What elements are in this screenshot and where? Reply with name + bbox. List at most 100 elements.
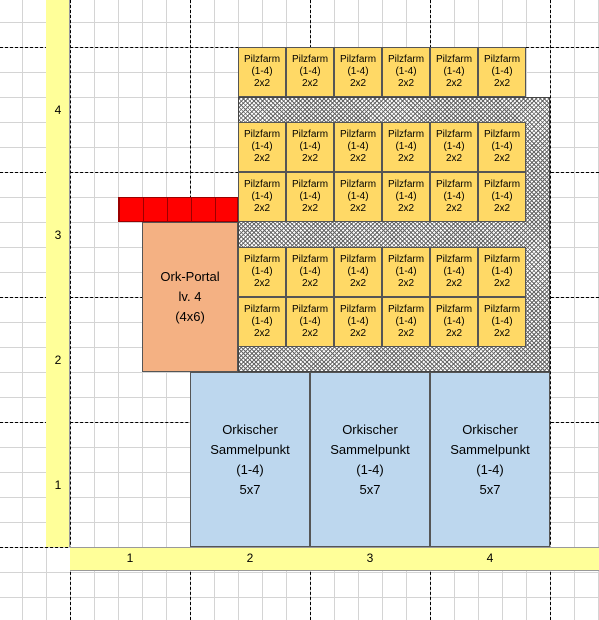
pilzfarm-name: Pilzfarm <box>483 254 521 265</box>
pilzfarm-name: Pilzfarm <box>387 304 425 315</box>
pilzfarm-building[interactable]: Pilzfarm(1-4)2x2 <box>430 47 478 97</box>
pilzfarm-level: (1-4) <box>395 66 417 77</box>
pilzfarm-building[interactable]: Pilzfarm(1-4)2x2 <box>382 47 430 97</box>
pilzfarm-building[interactable]: Pilzfarm(1-4)2x2 <box>478 122 526 172</box>
pilzfarm-name: Pilzfarm <box>291 304 329 315</box>
pilzfarm-name: Pilzfarm <box>339 179 377 190</box>
pilzfarm-building[interactable]: Pilzfarm(1-4)2x2 <box>286 297 334 347</box>
sammelpunkt-size: 5x7 <box>359 481 381 497</box>
sammelpunkt-name-1: Orkischer <box>222 421 278 437</box>
pilzfarm-name: Pilzfarm <box>339 54 377 65</box>
pilzfarm-size: 2x2 <box>349 203 367 214</box>
sammelpunkt-name-1: Orkischer <box>342 421 398 437</box>
x-axis-label: 1 <box>126 551 134 565</box>
pilzfarm-name: Pilzfarm <box>483 54 521 65</box>
pilzfarm-size: 2x2 <box>253 203 271 214</box>
pilzfarm-building[interactable]: Pilzfarm(1-4)2x2 <box>238 172 286 222</box>
pilzfarm-level: (1-4) <box>491 191 513 202</box>
sammelpunkt-level: (1-4) <box>476 461 504 477</box>
pilzfarm-building[interactable]: Pilzfarm(1-4)2x2 <box>478 297 526 347</box>
sammelpunkt-building[interactable]: Orkischer Sammelpunkt (1-4) 5x7 <box>430 372 550 547</box>
ork-portal[interactable]: Ork-Portal lv. 4 (4x6) <box>142 222 238 372</box>
pilzfarm-building[interactable]: Pilzfarm(1-4)2x2 <box>478 47 526 97</box>
pilzfarm-size: 2x2 <box>445 78 463 89</box>
sammelpunkt-building[interactable]: Orkischer Sammelpunkt (1-4) 5x7 <box>310 372 430 547</box>
pilzfarm-building[interactable]: Pilzfarm(1-4)2x2 <box>334 172 382 222</box>
pilzfarm-name: Pilzfarm <box>387 129 425 140</box>
pilzfarm-level: (1-4) <box>347 266 369 277</box>
pilzfarm-level: (1-4) <box>299 316 321 327</box>
sector-line <box>550 0 551 620</box>
pilzfarm-level: (1-4) <box>299 191 321 202</box>
x-axis-label: 4 <box>486 551 494 565</box>
pilzfarm-level: (1-4) <box>395 141 417 152</box>
pilzfarm-name: Pilzfarm <box>339 129 377 140</box>
pilzfarm-building[interactable]: Pilzfarm(1-4)2x2 <box>382 122 430 172</box>
pilzfarm-level: (1-4) <box>491 266 513 277</box>
pilzfarm-size: 2x2 <box>301 278 319 289</box>
pilzfarm-name: Pilzfarm <box>243 179 281 190</box>
x-axis-label: 2 <box>246 551 254 565</box>
pilzfarm-name: Pilzfarm <box>435 179 473 190</box>
sector-line <box>70 0 71 620</box>
pilzfarm-building[interactable]: Pilzfarm(1-4)2x2 <box>286 122 334 172</box>
pilzfarm-size: 2x2 <box>349 78 367 89</box>
pilzfarm-building[interactable]: Pilzfarm(1-4)2x2 <box>430 172 478 222</box>
pilzfarm-level: (1-4) <box>491 141 513 152</box>
pilzfarm-building[interactable]: Pilzfarm(1-4)2x2 <box>286 47 334 97</box>
pilzfarm-building[interactable]: Pilzfarm(1-4)2x2 <box>430 247 478 297</box>
pilzfarm-size: 2x2 <box>397 203 415 214</box>
pilzfarm-building[interactable]: Pilzfarm(1-4)2x2 <box>238 47 286 97</box>
pilzfarm-building[interactable]: Pilzfarm(1-4)2x2 <box>382 172 430 222</box>
pilzfarm-building[interactable]: Pilzfarm(1-4)2x2 <box>238 122 286 172</box>
sammelpunkt-name-2: Sammelpunkt <box>330 441 410 457</box>
pilzfarm-level: (1-4) <box>347 191 369 202</box>
pilzfarm-name: Pilzfarm <box>483 129 521 140</box>
pilzfarm-building[interactable]: Pilzfarm(1-4)2x2 <box>478 172 526 222</box>
pilzfarm-building[interactable]: Pilzfarm(1-4)2x2 <box>238 297 286 347</box>
pilzfarm-building[interactable]: Pilzfarm(1-4)2x2 <box>430 122 478 172</box>
pilzfarm-level: (1-4) <box>299 141 321 152</box>
pilzfarm-size: 2x2 <box>493 203 511 214</box>
x-axis-label: 3 <box>366 551 374 565</box>
sammelpunkt-size: 5x7 <box>479 481 501 497</box>
pilzfarm-building[interactable]: Pilzfarm(1-4)2x2 <box>478 247 526 297</box>
x-axis-band <box>70 547 599 571</box>
pilzfarm-size: 2x2 <box>301 78 319 89</box>
pilzfarm-building[interactable]: Pilzfarm(1-4)2x2 <box>286 172 334 222</box>
pilzfarm-size: 2x2 <box>397 153 415 164</box>
pilzfarm-name: Pilzfarm <box>387 179 425 190</box>
pilzfarm-building[interactable]: Pilzfarm(1-4)2x2 <box>286 247 334 297</box>
pilzfarm-building[interactable]: Pilzfarm(1-4)2x2 <box>238 247 286 297</box>
pilzfarm-building[interactable]: Pilzfarm(1-4)2x2 <box>382 297 430 347</box>
sammelpunkt-name-1: Orkischer <box>462 421 518 437</box>
sammelpunkt-level: (1-4) <box>236 461 264 477</box>
y-axis-label: 1 <box>54 478 62 492</box>
pilzfarm-name: Pilzfarm <box>387 254 425 265</box>
pilzfarm-level: (1-4) <box>347 141 369 152</box>
pilzfarm-size: 2x2 <box>445 153 463 164</box>
pilzfarm-level: (1-4) <box>395 316 417 327</box>
y-axis-label: 2 <box>54 353 62 367</box>
pilzfarm-size: 2x2 <box>397 278 415 289</box>
pilzfarm-building[interactable]: Pilzfarm(1-4)2x2 <box>334 247 382 297</box>
pilzfarm-level: (1-4) <box>443 266 465 277</box>
pilzfarm-building[interactable]: Pilzfarm(1-4)2x2 <box>334 297 382 347</box>
sammelpunkt-building[interactable]: Orkischer Sammelpunkt (1-4) 5x7 <box>190 372 310 547</box>
pilzfarm-building[interactable]: Pilzfarm(1-4)2x2 <box>334 122 382 172</box>
sammelpunkt-level: (1-4) <box>356 461 384 477</box>
blocked-tiles <box>118 197 238 222</box>
pilzfarm-level: (1-4) <box>251 266 273 277</box>
pilzfarm-level: (1-4) <box>299 66 321 77</box>
y-axis-label: 4 <box>54 103 62 117</box>
portal-size: (4x6) <box>175 309 205 324</box>
pilzfarm-building[interactable]: Pilzfarm(1-4)2x2 <box>430 297 478 347</box>
pilzfarm-name: Pilzfarm <box>387 54 425 65</box>
pilzfarm-size: 2x2 <box>493 328 511 339</box>
pilzfarm-level: (1-4) <box>347 66 369 77</box>
pilzfarm-building[interactable]: Pilzfarm(1-4)2x2 <box>334 47 382 97</box>
pilzfarm-size: 2x2 <box>253 278 271 289</box>
pilzfarm-name: Pilzfarm <box>483 179 521 190</box>
pilzfarm-building[interactable]: Pilzfarm(1-4)2x2 <box>382 247 430 297</box>
portal-level: lv. 4 <box>178 289 202 304</box>
